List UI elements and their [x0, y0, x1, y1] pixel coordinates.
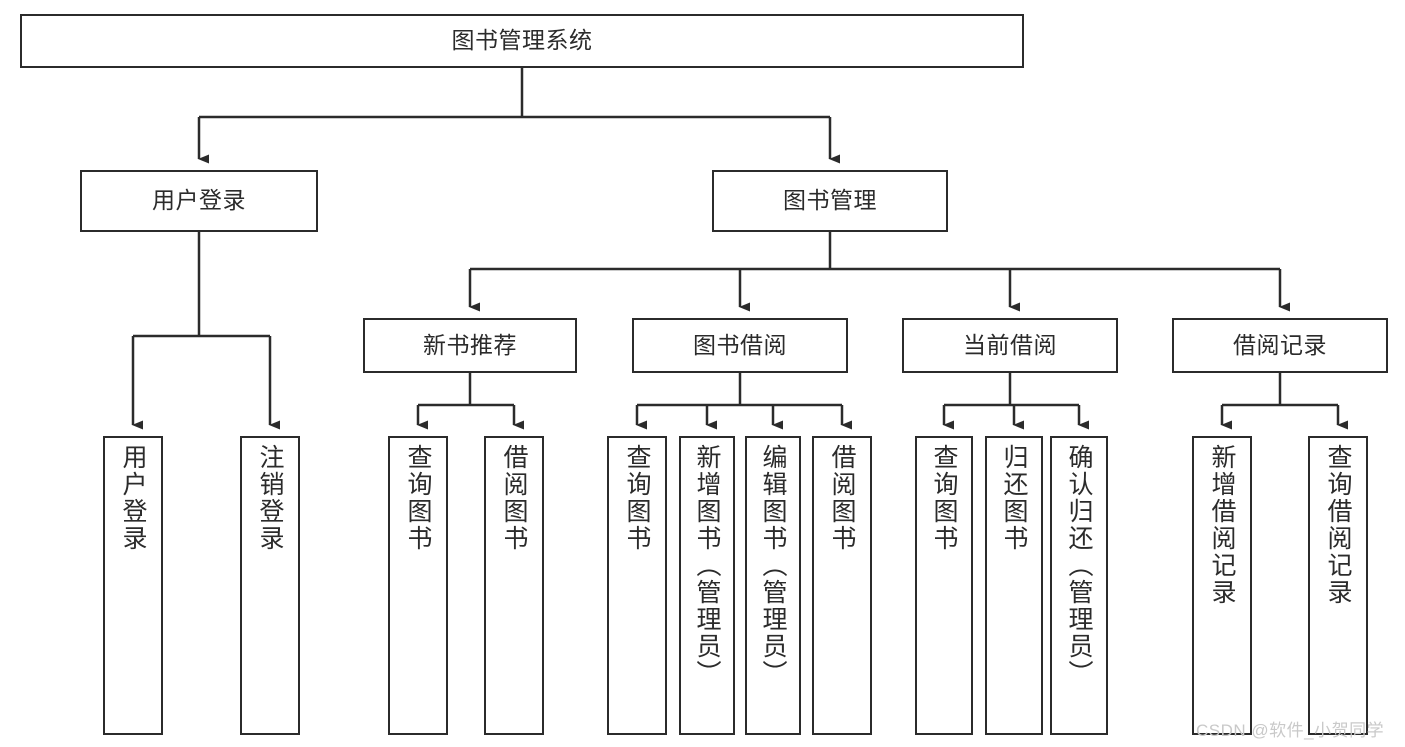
node-root-label: 图书管理系统	[451, 27, 593, 54]
node-leaf-user-login-label: 用户登录	[119, 444, 147, 552]
node-new-book-recommend-label: 新书推荐	[423, 331, 517, 358]
node-leaf-confirm-return[interactable]: 确认归还（管理员）	[1050, 436, 1108, 735]
node-leaf-query-book-cur[interactable]: 查询图书	[915, 436, 973, 735]
node-leaf-edit-book-label: 编辑图书（管理员）	[759, 444, 787, 687]
node-leaf-query-book-borrow-label: 查询图书	[623, 444, 651, 552]
node-leaf-query-record-label: 查询借阅记录	[1324, 444, 1352, 606]
node-user-login-label: 用户登录	[152, 187, 246, 214]
node-leaf-add-record[interactable]: 新增借阅记录	[1192, 436, 1252, 735]
node-book-borrow-label: 图书借阅	[693, 331, 787, 358]
node-borrow-record[interactable]: 借阅记录	[1172, 318, 1388, 373]
node-leaf-user-login[interactable]: 用户登录	[103, 436, 163, 735]
node-book-management-label: 图书管理	[783, 187, 877, 214]
node-current-borrow-label: 当前借阅	[963, 331, 1057, 358]
node-leaf-confirm-return-label: 确认归还（管理员）	[1065, 444, 1093, 687]
node-leaf-query-book-borrow[interactable]: 查询图书	[607, 436, 667, 735]
node-user-login[interactable]: 用户登录	[80, 170, 318, 232]
node-book-borrow[interactable]: 图书借阅	[632, 318, 848, 373]
node-leaf-borrow-book-label: 借阅图书	[828, 444, 856, 552]
node-borrow-record-label: 借阅记录	[1233, 331, 1327, 358]
node-leaf-add-book[interactable]: 新增图书（管理员）	[679, 436, 735, 735]
node-leaf-add-book-label: 新增图书（管理员）	[693, 444, 721, 687]
node-leaf-borrow-book-rec[interactable]: 借阅图书	[484, 436, 544, 735]
node-leaf-query-record[interactable]: 查询借阅记录	[1308, 436, 1368, 735]
node-leaf-return-book[interactable]: 归还图书	[985, 436, 1043, 735]
node-leaf-return-book-label: 归还图书	[1000, 444, 1028, 552]
node-current-borrow[interactable]: 当前借阅	[902, 318, 1118, 373]
node-leaf-borrow-book[interactable]: 借阅图书	[812, 436, 872, 735]
node-leaf-borrow-book-rec-label: 借阅图书	[500, 444, 528, 552]
node-root[interactable]: 图书管理系统	[20, 14, 1024, 68]
node-leaf-add-record-label: 新增借阅记录	[1208, 444, 1236, 606]
node-leaf-edit-book[interactable]: 编辑图书（管理员）	[745, 436, 801, 735]
node-leaf-logout-label: 注销登录	[256, 444, 284, 552]
node-book-management[interactable]: 图书管理	[712, 170, 948, 232]
node-leaf-query-book-cur-label: 查询图书	[930, 444, 958, 552]
node-leaf-logout[interactable]: 注销登录	[240, 436, 300, 735]
node-new-book-recommend[interactable]: 新书推荐	[363, 318, 577, 373]
node-leaf-query-book-rec-label: 查询图书	[404, 444, 432, 552]
node-leaf-query-book-rec[interactable]: 查询图书	[388, 436, 448, 735]
watermark-text: CSDN @软件_小贺同学	[1196, 721, 1385, 740]
